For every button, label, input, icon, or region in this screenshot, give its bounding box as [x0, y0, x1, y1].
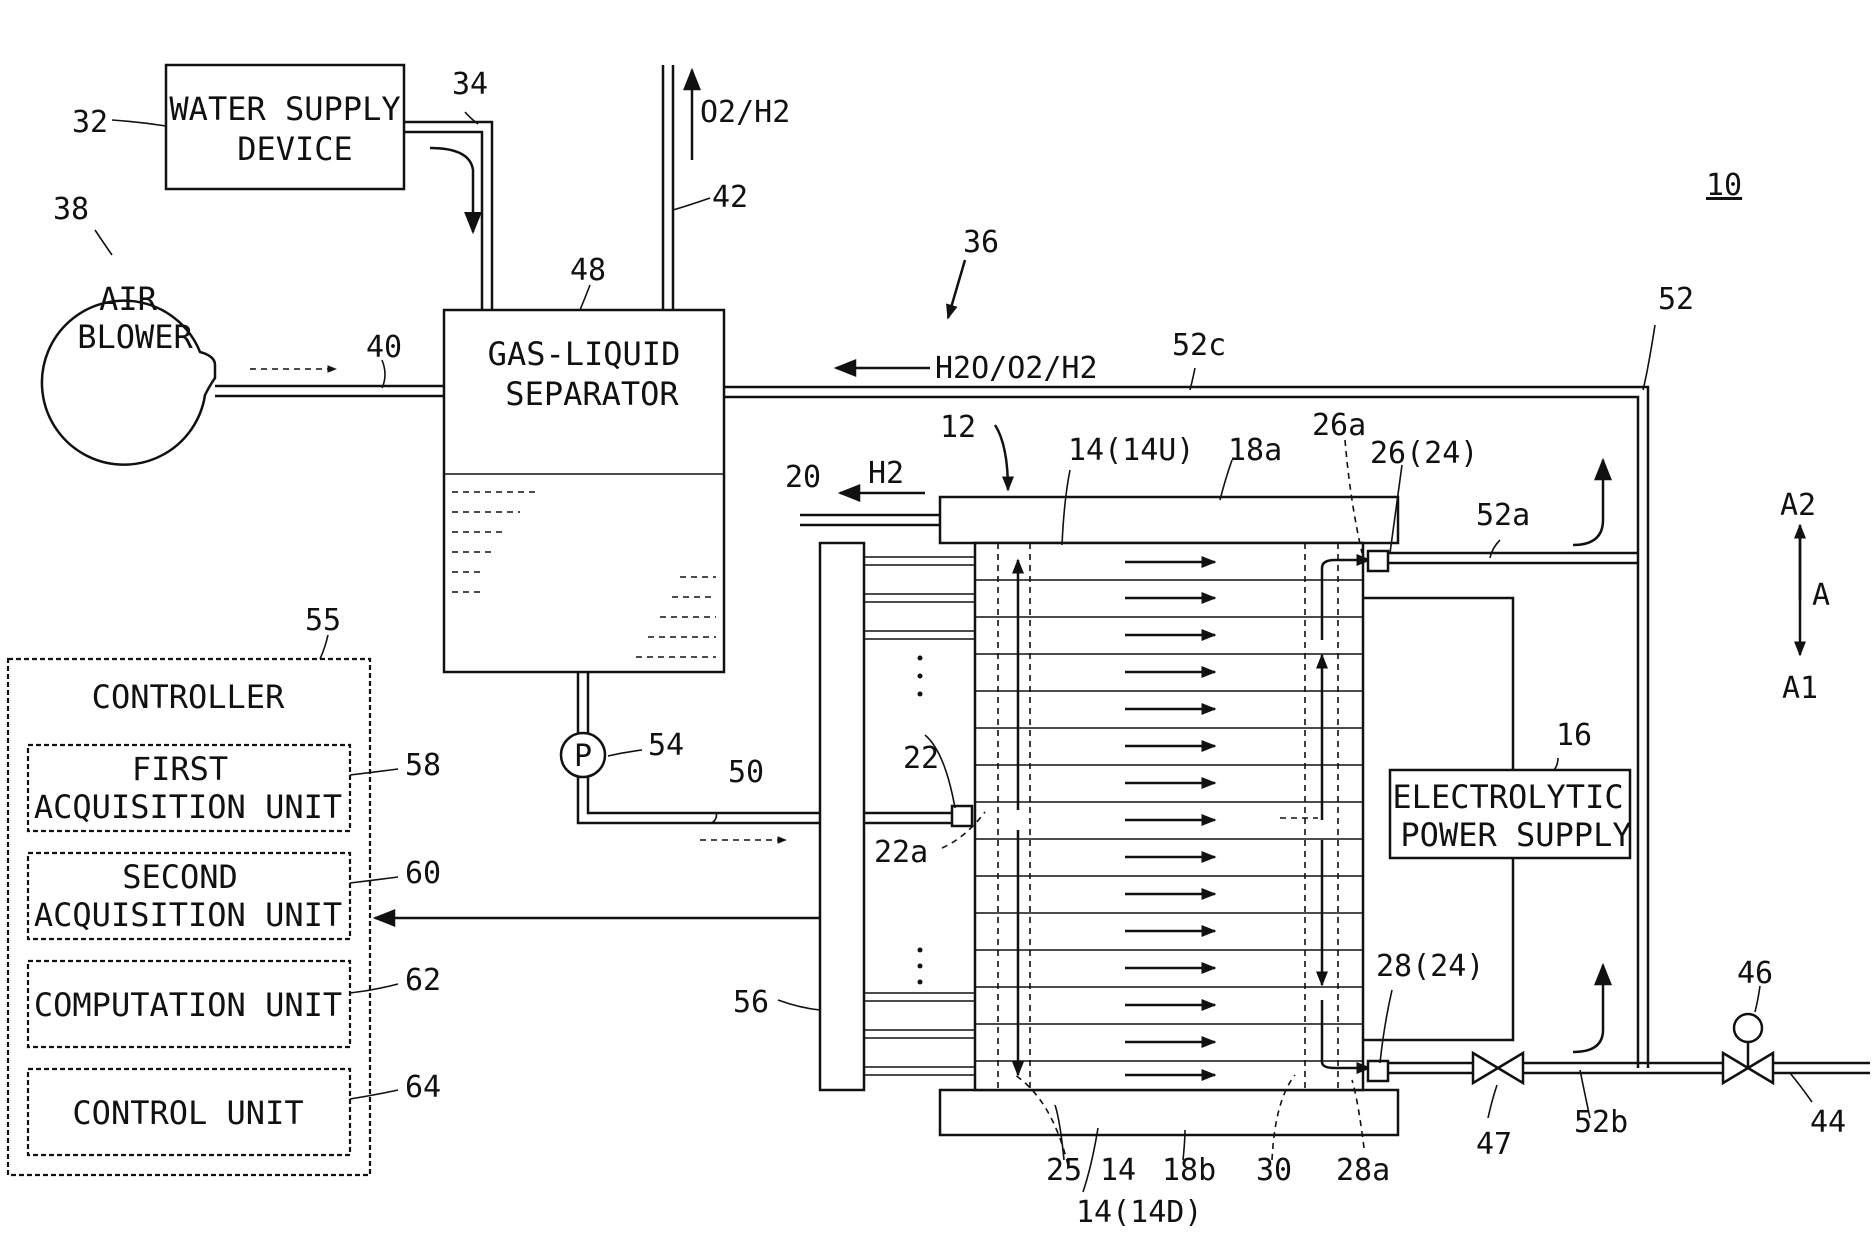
- ref-44: 44: [1810, 1105, 1846, 1140]
- water-supply-device: WATER SUPPLY DEVICE: [166, 65, 404, 189]
- air-blower-label-1: AIR: [99, 280, 158, 318]
- computation-unit-label: COMPUTATION UNIT: [34, 986, 342, 1024]
- ref-52a: 52a: [1476, 498, 1530, 533]
- o2h2-flow-label: O2/H2: [700, 95, 790, 130]
- ref-26: 26(24): [1370, 436, 1478, 471]
- ref-46: 46: [1737, 956, 1773, 991]
- air-pipe-40: [215, 369, 444, 396]
- ref-47: 47: [1476, 1127, 1512, 1162]
- ref-50: 50: [728, 755, 764, 790]
- ref-26a: 26a: [1312, 408, 1366, 443]
- water-supply-label-2: DEVICE: [237, 130, 353, 168]
- inlet-port-22: [952, 806, 972, 826]
- ref-12: 12: [940, 410, 976, 445]
- control-unit: CONTROL UNIT: [28, 1069, 350, 1155]
- direction-a-label: A: [1812, 578, 1830, 613]
- first-unit-label-1: FIRST: [132, 750, 228, 788]
- water-supply-label-1: WATER SUPPLY: [169, 90, 400, 128]
- ref-32: 32: [72, 105, 108, 140]
- ref-14: 14: [1100, 1153, 1136, 1188]
- ref-30: 30: [1256, 1153, 1292, 1188]
- ref-62: 62: [405, 963, 441, 998]
- ref-22a: 22a: [874, 835, 928, 870]
- outlet-port-28: [1368, 1061, 1388, 1081]
- ref-40: 40: [366, 330, 402, 365]
- ref-22: 22: [903, 741, 939, 776]
- ref-52: 52: [1658, 282, 1694, 317]
- ref-25: 25: [1046, 1153, 1082, 1188]
- direction-a2-label: A2: [1780, 488, 1816, 523]
- ref-28: 28(24): [1376, 949, 1484, 984]
- ref-20: 20: [785, 460, 821, 495]
- controller-label: CONTROLLER: [92, 678, 285, 716]
- actuator-46-icon: [1734, 1014, 1762, 1042]
- ref-60: 60: [405, 856, 441, 891]
- valve-47-icon: [1473, 1053, 1523, 1083]
- air-blower: AIR BLOWER: [42, 280, 215, 465]
- second-unit-label-2: ACQUISITION UNIT: [34, 896, 342, 934]
- ref-34: 34: [452, 67, 488, 102]
- electrolysis-stack-12: H2: [800, 456, 1398, 1135]
- gas-liquid-separator: GAS-LIQUID SEPARATOR: [444, 310, 724, 672]
- ref-10: 10: [1706, 168, 1742, 203]
- computation-unit: COMPUTATION UNIT: [28, 961, 350, 1047]
- ref-52c: 52c: [1172, 328, 1226, 363]
- control-unit-label: CONTROL UNIT: [72, 1094, 303, 1132]
- ref-42: 42: [712, 180, 748, 215]
- first-unit-label-2: ACQUISITION UNIT: [34, 788, 342, 826]
- ref-28a: 28a: [1336, 1153, 1390, 1188]
- ref-14d: 14(14D): [1076, 1195, 1202, 1230]
- ref-18b: 18b: [1162, 1153, 1216, 1188]
- ellipsis-dots: [918, 656, 923, 985]
- separator-label-2: SEPARATOR: [505, 375, 679, 413]
- water-supply-pipe-34: [404, 122, 492, 310]
- separator-label-1: GAS-LIQUID: [488, 335, 681, 373]
- stacking-direction-indicator: A2 A A1: [1780, 488, 1830, 706]
- power-supply-label-2: POWER SUPPLY: [1400, 816, 1631, 854]
- ref-52b: 52b: [1574, 1105, 1628, 1140]
- ref-58: 58: [405, 748, 441, 783]
- h2-flow-label: H2: [868, 456, 904, 491]
- end-plate-18b: [940, 1090, 1398, 1135]
- ref-55: 55: [305, 603, 341, 638]
- ref-18a: 18a: [1228, 433, 1282, 468]
- return-flow-label: H2O/O2/H2: [935, 351, 1098, 386]
- electrolytic-power-supply: ELECTROLYTIC POWER SUPPLY: [1390, 770, 1632, 858]
- power-supply-label-1: ELECTROLYTIC: [1392, 778, 1623, 816]
- ref-56: 56: [733, 985, 769, 1020]
- controller-55: CONTROLLER FIRST ACQUISITION UNIT SECOND…: [8, 659, 370, 1175]
- second-acquisition-unit: SECOND ACQUISITION UNIT: [28, 853, 350, 939]
- direction-a1-label: A1: [1782, 671, 1818, 706]
- first-acquisition-unit: FIRST ACQUISITION UNIT: [28, 745, 350, 831]
- end-plate-18a: [940, 497, 1398, 543]
- pump-label: P: [574, 739, 592, 774]
- ref-36: 36: [963, 225, 999, 260]
- ref-64: 64: [405, 1070, 441, 1105]
- ref-48: 48: [570, 253, 606, 288]
- outlet-port-26: [1368, 551, 1388, 571]
- second-unit-label-1: SECOND: [122, 858, 238, 896]
- ref-54: 54: [648, 728, 684, 763]
- ref-38: 38: [53, 192, 89, 227]
- ref-14u: 14(14U): [1068, 433, 1194, 468]
- air-blower-label-2: BLOWER: [77, 318, 193, 356]
- ref-16: 16: [1556, 718, 1592, 753]
